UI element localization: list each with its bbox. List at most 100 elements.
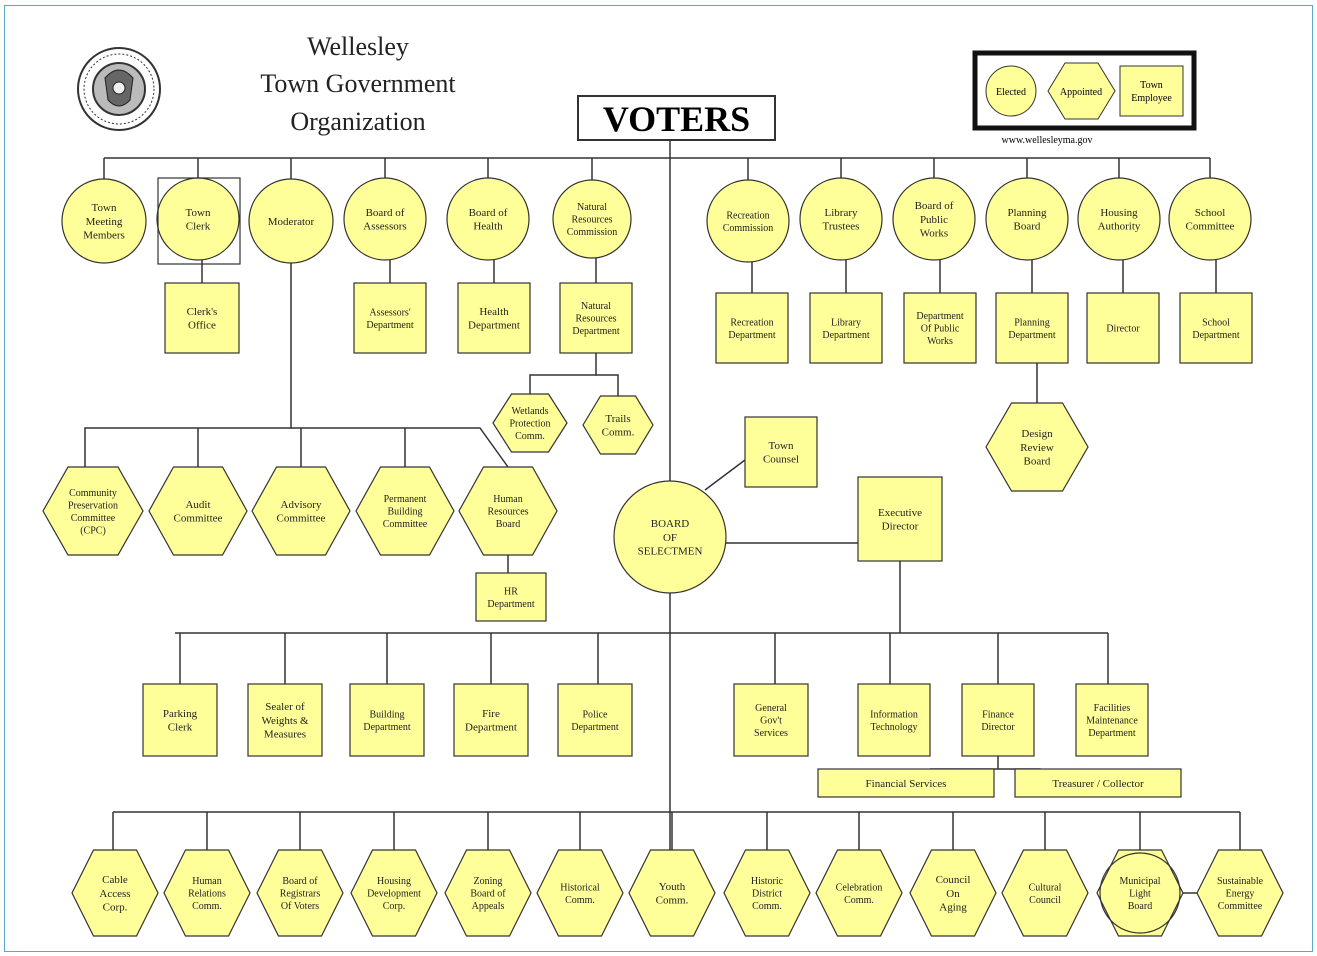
- unit-label: Health: [479, 306, 509, 318]
- unit-label: Building: [387, 507, 422, 518]
- unit-label: District: [752, 889, 782, 900]
- unit-label: Corp.: [103, 902, 128, 914]
- employee-box: [903, 292, 977, 364]
- elected-circle: [892, 177, 976, 261]
- bos-counsel-line: [704, 459, 746, 491]
- title-line-2: Town Government: [260, 69, 456, 98]
- unit-label: Historical: [560, 882, 600, 893]
- unit-label: Board of: [470, 889, 506, 900]
- unit-label: Facilities: [1094, 703, 1131, 714]
- employee-box: [559, 282, 633, 354]
- unit-label: HR: [504, 586, 518, 597]
- unit-label: Office: [188, 320, 216, 332]
- voters-label: VOTERS: [603, 99, 750, 139]
- unit-label: Zoning: [474, 876, 503, 887]
- title-line-3: Organization: [290, 107, 425, 136]
- voters-box: [577, 95, 776, 141]
- unit-label: Comm.: [565, 895, 595, 906]
- unit-label: Wetlands: [512, 406, 549, 417]
- unit-label: Board: [1128, 901, 1152, 912]
- moderator-bus-right-line: [291, 427, 509, 468]
- unit-label: Measures: [264, 729, 306, 741]
- elected-circle: [156, 177, 240, 261]
- unit-label: Counsel: [763, 454, 799, 466]
- unit-label: Council: [936, 874, 971, 886]
- unit-label: Treasurer / Collector: [1052, 778, 1144, 790]
- appointed-hexagon: [985, 402, 1089, 492]
- unit-label: Department: [728, 330, 775, 341]
- appointed-hexagon: [251, 466, 351, 556]
- unit-label: Planning: [1007, 207, 1047, 219]
- unit-label: Comm.: [515, 431, 545, 442]
- unit-label: Board of: [366, 207, 405, 219]
- elected-circle: [552, 179, 632, 259]
- unit-label: Committee: [1218, 901, 1263, 912]
- nrd-wetlands-line: [529, 353, 597, 394]
- unit-label: Comm.: [844, 895, 874, 906]
- appointed-hexagon: [909, 849, 997, 937]
- unit-label: Building: [369, 709, 404, 720]
- appointed-hexagon: [42, 466, 144, 556]
- unit-label: Recreation: [726, 210, 769, 221]
- unit-assessors-dept: Assessors'Department: [353, 282, 427, 354]
- appointed-hexagon: [148, 466, 248, 556]
- employee-box: [557, 683, 633, 757]
- unit-label: Board of: [282, 876, 318, 887]
- unit-label: Board: [1024, 456, 1051, 468]
- unit-label: Clerk's: [187, 306, 218, 318]
- appointed-hexagon: [350, 849, 438, 937]
- unit-label: Technology: [870, 722, 917, 733]
- unit-label: Gov't: [760, 716, 782, 727]
- unit-label: Department: [1008, 330, 1055, 341]
- elected-circle: [613, 480, 727, 594]
- appointed-hexagon: [815, 849, 903, 937]
- unit-label: Natural: [577, 202, 607, 213]
- unit-label: Of Public: [921, 324, 960, 335]
- unit-label: Cultural: [1029, 882, 1062, 893]
- unit-label: General: [755, 703, 787, 714]
- unit-label: Members: [83, 230, 125, 242]
- page-frame: [4, 5, 1313, 952]
- unit-label: Preservation: [68, 500, 118, 511]
- unit-label: Department: [366, 320, 413, 331]
- unit-label: Parking: [163, 708, 198, 720]
- title-line-1: Wellesley: [307, 32, 409, 61]
- unit-label: Services: [754, 728, 788, 739]
- employee-box: [164, 282, 240, 354]
- legend-appointed-shape: [1047, 62, 1116, 120]
- appointed-hexagon: [355, 466, 455, 556]
- unit-label: Trustees: [823, 221, 860, 233]
- unit-label: Authority: [1098, 221, 1141, 233]
- legend-elected-label: Elected: [996, 87, 1026, 98]
- unit-label: Director: [981, 722, 1015, 733]
- employee-box: [715, 292, 789, 364]
- appointed-hexagon: [1096, 849, 1184, 937]
- elected-circle: [799, 177, 883, 261]
- legend-employee-shape: [1119, 65, 1184, 117]
